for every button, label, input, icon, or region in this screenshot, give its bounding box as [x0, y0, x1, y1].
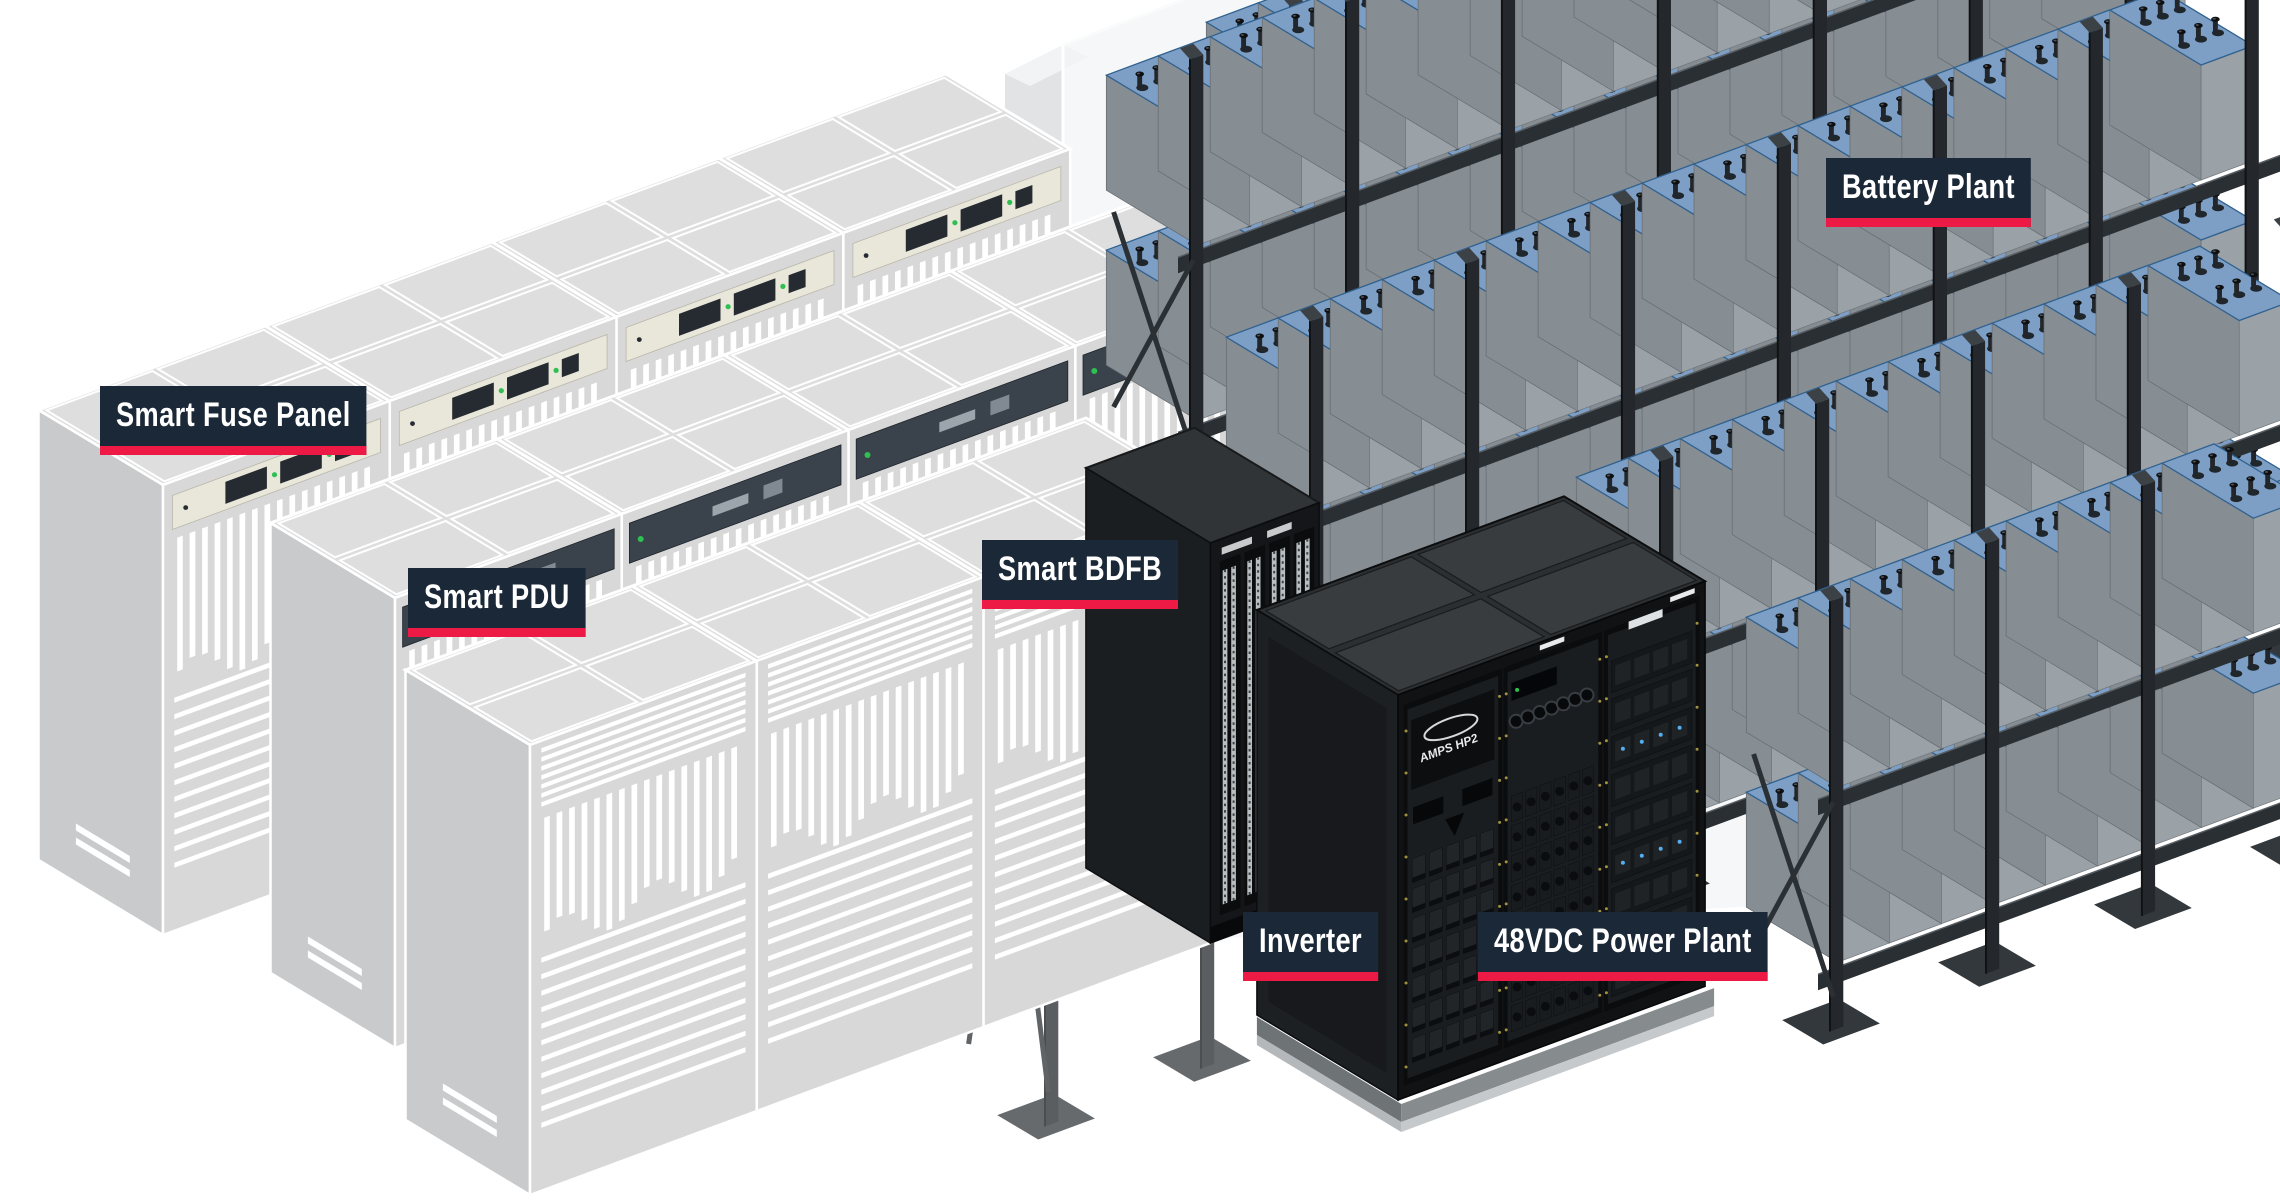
label-battery-plant: Battery Plant — [1826, 158, 2031, 227]
label-smart-pdu: Smart PDU — [408, 568, 586, 637]
label-smart-bdfb: Smart BDFB — [982, 540, 1179, 609]
label-smart-fuse-panel: Smart Fuse Panel — [100, 386, 367, 455]
label-48vdc-power-plant: 48VDC Power Plant — [1478, 912, 1768, 981]
label-inverter: Inverter — [1243, 912, 1378, 981]
smart-bdfb-row — [402, 416, 1214, 1198]
battery-rack-row-5 — [1745, 443, 2280, 1045]
power-plant-cabinet: AMPS HP2 — [1254, 495, 1715, 1132]
